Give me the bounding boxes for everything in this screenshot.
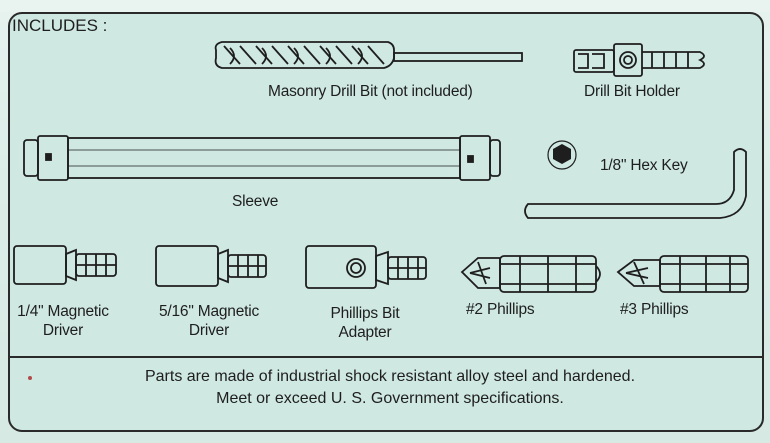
masonry-drill-bit-label: Masonry Drill Bit (not included)	[268, 83, 473, 100]
panel-divider	[8, 356, 764, 358]
label-line: 1/4" Magnetic	[17, 303, 109, 320]
phillips-3-label: #3 Phillips	[620, 301, 689, 318]
footer-line-1: Parts are made of industrial shock resis…	[144, 368, 636, 385]
phillips-3-bit-icon	[616, 255, 749, 293]
phillips-bit-adapter-label: Phillips Bit Adapter	[310, 304, 420, 342]
label-line: Driver	[42, 322, 84, 339]
label-line: Adapter	[338, 324, 392, 341]
label-line: 5/16" Magnetic	[158, 303, 260, 320]
sleeve-icon	[23, 135, 501, 181]
drill-bit-holder-icon	[573, 43, 705, 77]
sleeve-label: Sleeve	[232, 193, 279, 210]
five-sixteenth-magnetic-driver-label: 5/16" Magnetic Driver	[146, 302, 272, 340]
phillips-bit-adapter-icon	[305, 245, 427, 289]
masonry-drill-bit-icon	[214, 41, 523, 69]
quarter-magnetic-driver-icon	[13, 245, 117, 285]
hex-key-icon	[524, 140, 747, 219]
includes-heading: INCLUDES :	[12, 16, 108, 35]
includes-panel	[8, 12, 764, 432]
label-line: Phillips Bit	[330, 305, 400, 322]
footer-line-2: Meet or exceed U. S. Government specific…	[216, 390, 564, 407]
label-line: Driver	[188, 322, 230, 339]
phillips-2-label: #2 Phillips	[466, 301, 535, 318]
five-sixteenth-magnetic-driver-icon	[155, 245, 267, 287]
phillips-2-bit-icon	[460, 255, 601, 293]
ink-speck	[28, 376, 32, 380]
drill-bit-holder-label: Drill Bit Holder	[584, 83, 680, 100]
top-margin	[0, 0, 770, 12]
hex-key-label: 1/8" Hex Key	[600, 157, 688, 174]
footer-note: Parts are made of industrial shock resis…	[90, 366, 690, 410]
quarter-magnetic-driver-label: 1/4" Magnetic Driver	[2, 302, 124, 340]
